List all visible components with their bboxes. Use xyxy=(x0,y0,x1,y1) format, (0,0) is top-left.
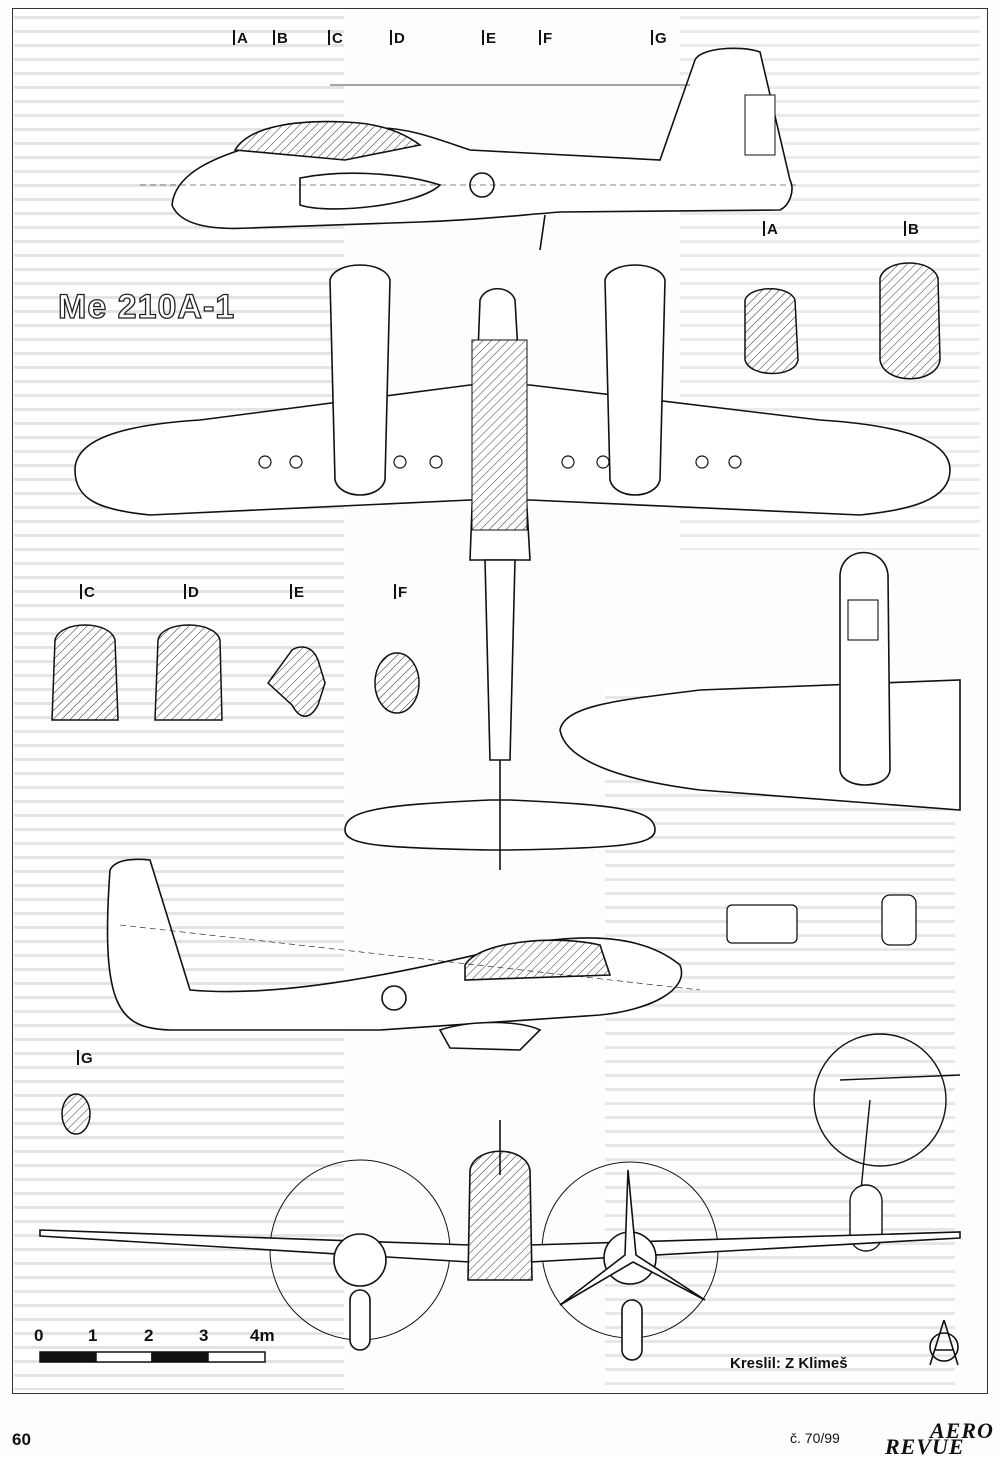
section-c xyxy=(51,624,119,721)
section-label-top-c: C xyxy=(328,30,343,47)
side-view-bottom xyxy=(106,858,701,1051)
section-label-c: C xyxy=(80,584,95,601)
magazine-logo-revue: REVUE xyxy=(885,1434,965,1459)
engine-detail xyxy=(726,894,917,946)
magazine-logo-aero: AERO xyxy=(930,1418,994,1443)
scale-tick-1: 1 xyxy=(88,1326,98,1345)
scale-bar xyxy=(39,1351,266,1363)
wing-detail xyxy=(559,551,961,811)
section-label-top-f: F xyxy=(539,30,552,47)
scale-tick-2: 2 xyxy=(144,1326,154,1345)
drawing-credit: Kreslil: Z Klimeš xyxy=(730,1355,848,1372)
section-b xyxy=(879,262,941,380)
section-label-f: F xyxy=(394,584,407,601)
section-label-e: E xyxy=(290,584,304,601)
issue-number: č. 70/99 xyxy=(790,1430,840,1446)
front-view xyxy=(39,1120,961,1361)
section-f xyxy=(374,652,420,714)
scale-tick-4m: 4m xyxy=(250,1326,275,1345)
section-label-top-g: G xyxy=(651,30,667,47)
section-e xyxy=(266,646,326,717)
section-label-top-a: A xyxy=(233,30,248,47)
section-label-top-b: B xyxy=(273,30,288,47)
side-view-top xyxy=(140,47,800,251)
section-label-top-e: E xyxy=(482,30,496,47)
section-d xyxy=(154,624,223,721)
section-label-top-d: D xyxy=(390,30,405,47)
section-g xyxy=(61,1093,91,1135)
section-label-right-b: B xyxy=(904,221,919,238)
dkl-logo xyxy=(929,1319,959,1366)
scale-tick-0: 0 xyxy=(34,1326,44,1345)
plan-view xyxy=(74,264,951,870)
scale-tick-3: 3 xyxy=(199,1326,209,1345)
drawing-title: Me 210A-1 xyxy=(57,287,236,326)
landing-gear-detail xyxy=(813,1033,961,1252)
drawing-frame xyxy=(12,8,988,1394)
page-number: 60 xyxy=(12,1430,31,1449)
section-label-d: D xyxy=(184,584,199,601)
section-label-g: G xyxy=(77,1050,93,1067)
section-a xyxy=(744,288,799,375)
section-label-right-a: A xyxy=(763,221,778,238)
